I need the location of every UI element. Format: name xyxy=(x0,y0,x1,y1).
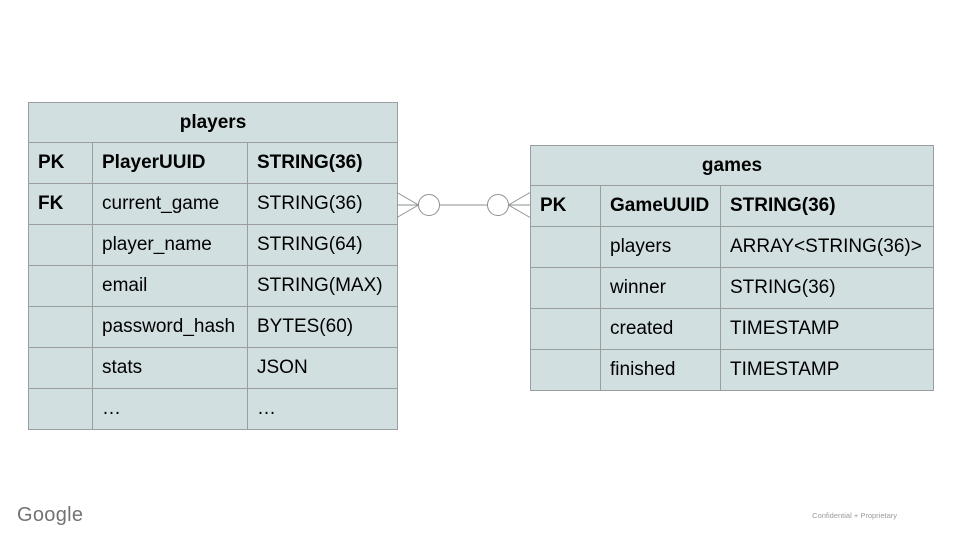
column-name-cell: current_game xyxy=(92,183,248,225)
table-row: email STRING(MAX) xyxy=(28,265,398,307)
zero-cardinality-right-icon xyxy=(487,194,509,216)
players-table: players PK PlayerUUID STRING(36) FK curr… xyxy=(28,102,398,430)
column-type-cell: STRING(36) xyxy=(719,185,935,227)
column-name-cell: … xyxy=(92,388,248,430)
table-row: password_hash BYTES(60) xyxy=(28,306,398,348)
column-type-cell: STRING(64) xyxy=(247,224,398,266)
table-row: player_name STRING(64) xyxy=(28,224,398,266)
zero-cardinality-left-icon xyxy=(418,194,440,216)
table-row: PK PlayerUUID STRING(36) xyxy=(28,142,398,184)
key-cell xyxy=(28,388,93,430)
key-cell: FK xyxy=(28,183,93,225)
key-cell xyxy=(530,267,601,309)
column-type-cell: STRING(MAX) xyxy=(247,265,398,307)
column-type-cell: ARRAY<STRING(36)> xyxy=(719,226,935,268)
crow-foot-many-right-icon xyxy=(508,192,531,218)
column-name-cell: email xyxy=(92,265,248,307)
column-name-cell: password_hash xyxy=(92,306,248,348)
column-name-cell: PlayerUUID xyxy=(92,142,248,184)
column-name-cell: player_name xyxy=(92,224,248,266)
column-name-cell: players xyxy=(600,226,721,268)
column-name-cell: finished xyxy=(600,349,721,391)
table-row: players xyxy=(28,102,398,143)
column-type-cell: STRING(36) xyxy=(247,183,398,225)
relationship-connector xyxy=(396,192,531,218)
column-name-cell: created xyxy=(600,308,721,350)
key-cell xyxy=(28,224,93,266)
table-row: FK current_game STRING(36) xyxy=(28,183,398,225)
games-table-title: games xyxy=(529,145,935,186)
key-cell: PK xyxy=(28,142,93,184)
confidential-note: Confidential + Proprietary xyxy=(812,511,897,520)
column-type-cell: STRING(36) xyxy=(719,267,935,309)
column-type-cell: STRING(36) xyxy=(247,142,398,184)
table-row: winner STRING(36) xyxy=(530,267,935,309)
key-cell xyxy=(530,349,601,391)
column-name-cell: stats xyxy=(92,347,248,389)
table-row: games xyxy=(529,145,935,186)
table-row: stats JSON xyxy=(28,347,398,389)
table-row: PK GameUUID STRING(36) xyxy=(530,185,935,227)
column-name-cell: winner xyxy=(600,267,721,309)
games-table: games PK GameUUID STRING(36) players ARR… xyxy=(529,145,935,391)
key-cell xyxy=(28,347,93,389)
key-cell xyxy=(28,265,93,307)
key-cell xyxy=(530,308,601,350)
table-row: … … xyxy=(28,388,398,430)
column-type-cell: … xyxy=(247,388,398,430)
table-row: players ARRAY<STRING(36)> xyxy=(530,226,935,268)
column-name-cell: GameUUID xyxy=(600,185,721,227)
key-cell: PK xyxy=(530,185,601,227)
column-type-cell: TIMESTAMP xyxy=(719,308,935,350)
table-row: created TIMESTAMP xyxy=(530,308,935,350)
crow-foot-many-left-icon xyxy=(396,192,419,218)
key-cell xyxy=(28,306,93,348)
column-type-cell: BYTES(60) xyxy=(247,306,398,348)
google-logo: Google xyxy=(17,504,84,526)
table-row: finished TIMESTAMP xyxy=(530,349,935,391)
column-type-cell: JSON xyxy=(247,347,398,389)
players-table-title: players xyxy=(28,102,398,143)
column-type-cell: TIMESTAMP xyxy=(719,349,935,391)
key-cell xyxy=(530,226,601,268)
